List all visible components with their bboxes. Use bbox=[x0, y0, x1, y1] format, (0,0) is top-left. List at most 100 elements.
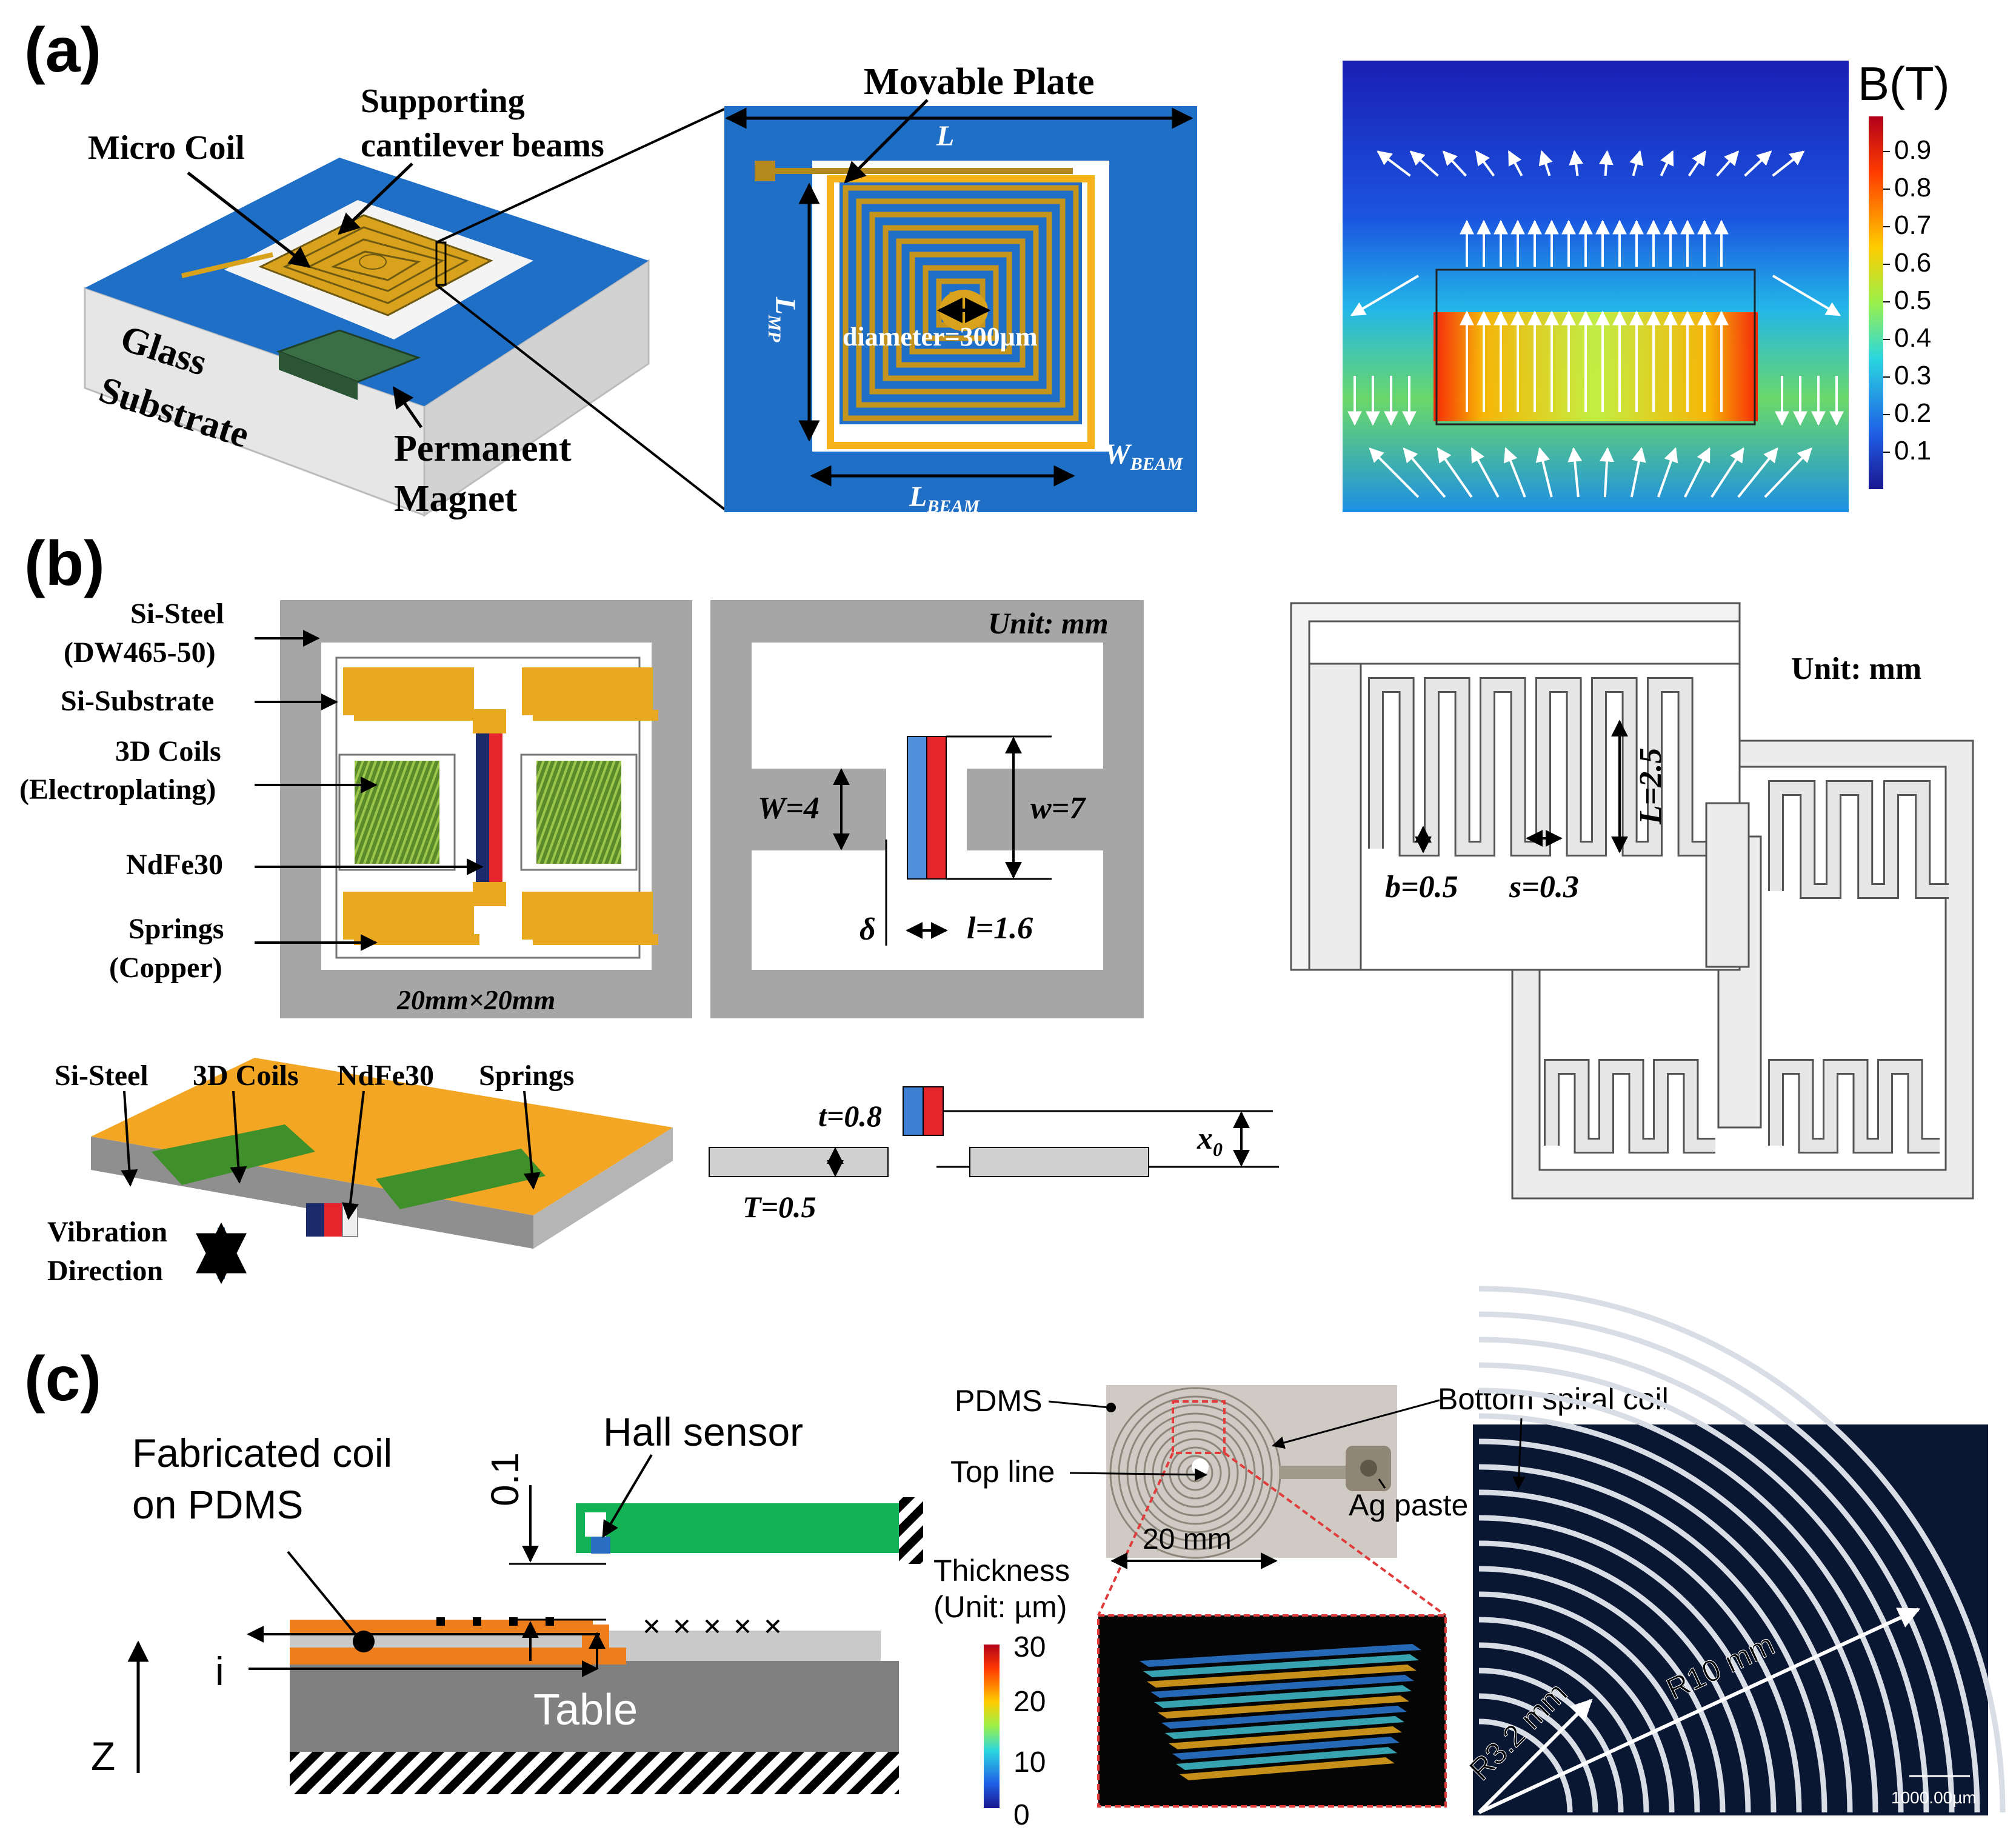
back-meander-br-fill bbox=[1770, 1061, 1940, 1152]
coil-step bbox=[582, 1625, 609, 1655]
label-20mm: 20 mm bbox=[1143, 1523, 1232, 1555]
spiral-turn bbox=[883, 225, 1039, 381]
panel-a-tag: (a) bbox=[24, 15, 101, 85]
coil-bottom-layer bbox=[290, 1648, 626, 1665]
field-arrow bbox=[1600, 447, 1614, 498]
colorbar-a-tick: 0.6 bbox=[1894, 248, 1931, 278]
colorbar-a-tick: 0.1 bbox=[1894, 436, 1931, 466]
spring-bot-bridge bbox=[473, 882, 506, 906]
field-arrow bbox=[1687, 150, 1707, 177]
back-springs bbox=[1544, 780, 1949, 1154]
arrow-micro-coil-label bbox=[1512, 1418, 1526, 1490]
arrow-pdms bbox=[1048, 1400, 1110, 1409]
label-L-MP: LMP bbox=[764, 296, 801, 342]
plate-outline bbox=[827, 175, 1095, 449]
front-meander-fill bbox=[1370, 679, 1711, 855]
coil-right bbox=[536, 761, 621, 864]
microscope-arc bbox=[1478, 1464, 1827, 1813]
label-micro-coil: Micro Coil bbox=[88, 129, 245, 167]
current-dot-small bbox=[473, 1617, 481, 1626]
label-W-BEAM: WBEAM bbox=[1104, 438, 1184, 474]
label-movable-plate: Movable Plate bbox=[864, 61, 1095, 102]
label-scale: 1000.00µm bbox=[1891, 1788, 1977, 1807]
field-arrow bbox=[1630, 447, 1646, 498]
colorbar-a-tick: 0.2 bbox=[1894, 398, 1931, 428]
thickness-stripes bbox=[1140, 1644, 1421, 1780]
spiral-turn bbox=[856, 198, 1066, 408]
dim-magnet-red bbox=[926, 736, 947, 880]
dim-steel-left bbox=[752, 769, 886, 850]
label-bot-si-steel: Si-Steel bbox=[55, 1060, 149, 1092]
hall-hatch bbox=[899, 1497, 923, 1564]
coil-left-shell bbox=[338, 753, 456, 871]
field-arrow bbox=[1437, 447, 1473, 498]
field-arrow bbox=[1657, 447, 1678, 498]
label-i: i bbox=[215, 1649, 224, 1694]
label-supporting-2: cantilever beams bbox=[361, 127, 604, 164]
label-si-substrate: Si-Substrate bbox=[61, 685, 214, 717]
ground-hatch bbox=[290, 1752, 899, 1794]
device-3d bbox=[84, 158, 650, 517]
label-w7: w=7 bbox=[1030, 791, 1086, 826]
field-arrow bbox=[1737, 447, 1778, 498]
magnet-3d-side bbox=[279, 352, 358, 400]
board-side-r bbox=[533, 1127, 673, 1249]
field-arrow bbox=[1503, 447, 1526, 498]
arrow-bot-springs bbox=[523, 1090, 541, 1190]
field-arrow bbox=[1442, 150, 1467, 177]
label-table: Table bbox=[533, 1686, 638, 1734]
colorbar-a-tick: 0.4 bbox=[1894, 323, 1931, 353]
thickness-stripe bbox=[1176, 1747, 1397, 1770]
field-arrow bbox=[1567, 447, 1583, 498]
arrow-hall bbox=[602, 1454, 653, 1538]
spiral-turn bbox=[923, 265, 999, 341]
label-si-steel-2: (DW465-50) bbox=[64, 636, 216, 669]
arrow-fab-coil bbox=[287, 1551, 359, 1638]
arrow-top-line bbox=[1069, 1468, 1208, 1481]
coil-slab-r bbox=[376, 1149, 546, 1209]
label-t08: t=0.8 bbox=[818, 1099, 882, 1133]
label-bot-coils: 3D Coils bbox=[193, 1060, 299, 1092]
colorbar-a-tick: 0.9 bbox=[1894, 135, 1931, 165]
back-meander-top-fill bbox=[1770, 782, 1949, 897]
label-b05: b=0.5 bbox=[1385, 870, 1458, 904]
spiral-turn bbox=[843, 185, 1079, 421]
photo-spiral-turn bbox=[1177, 1455, 1213, 1491]
spiral-turn bbox=[896, 238, 1026, 368]
microscope-arc bbox=[1478, 1489, 1802, 1813]
front-inner-left bbox=[1308, 663, 1362, 971]
coil-inner-1 bbox=[282, 226, 469, 304]
side-steel-left bbox=[709, 1147, 889, 1177]
field-arrow bbox=[1538, 150, 1553, 176]
label-L: L bbox=[936, 120, 954, 152]
field-arrow bbox=[1711, 447, 1744, 498]
spiral-turn bbox=[869, 212, 1052, 395]
field-arrows bbox=[1347, 150, 1844, 498]
pad-left bbox=[755, 161, 775, 181]
glass-side-right bbox=[423, 259, 650, 517]
coil-pad bbox=[359, 254, 387, 270]
arrow-bot-coils bbox=[230, 1090, 247, 1184]
spring-top-right bbox=[522, 667, 658, 721]
thickness-stripe bbox=[1147, 1665, 1417, 1688]
label-l16: l=1.6 bbox=[967, 911, 1033, 946]
microscope-arc bbox=[1478, 1388, 1904, 1813]
field-arrow bbox=[1369, 447, 1420, 498]
back-meander-bl-fill bbox=[1546, 1061, 1715, 1152]
spring-top-left bbox=[343, 667, 479, 721]
label-hall: Hall sensor bbox=[603, 1409, 803, 1454]
arrow-r10 bbox=[1478, 1608, 1921, 1814]
zoom-box bbox=[435, 241, 447, 286]
current-into-cross bbox=[675, 1619, 689, 1634]
field-bg bbox=[1343, 61, 1849, 512]
hall-sensor bbox=[591, 1537, 610, 1554]
current-dot-small bbox=[546, 1617, 554, 1626]
side-steel-right bbox=[969, 1147, 1149, 1177]
magnet-hot-region bbox=[1434, 312, 1758, 421]
spring-bot-left bbox=[343, 892, 479, 945]
label-unit-mm-right: Unit: mm bbox=[1791, 652, 1921, 686]
dim-steel-right bbox=[967, 769, 1103, 850]
current-dot-small bbox=[436, 1617, 445, 1626]
ndfe-red bbox=[489, 733, 502, 882]
